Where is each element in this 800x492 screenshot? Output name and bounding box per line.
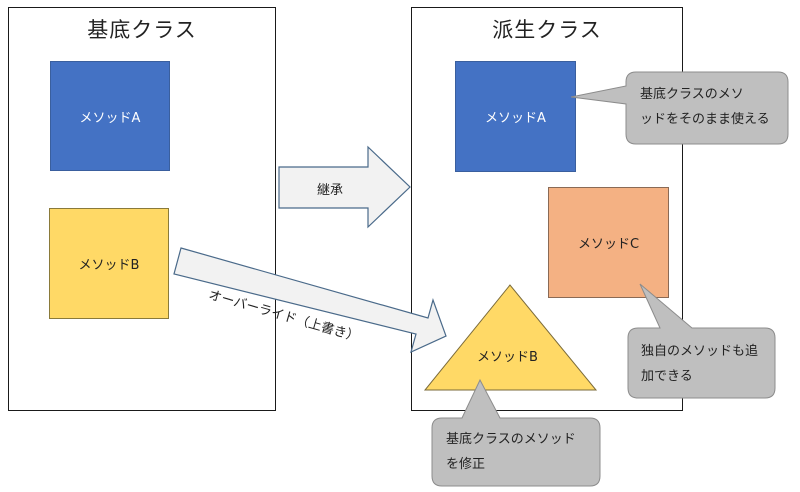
derived-method-b-label: メソッドB [477, 350, 538, 365]
base-method-a-box: メソッドA [50, 61, 170, 171]
callout-add-shape [627, 283, 776, 399]
base-class-title: 基底クラス [87, 18, 197, 42]
base-method-a-label: メソッドA [79, 110, 141, 126]
override-arrow [173, 247, 447, 354]
callout-add-text: 独自のメソッドも追 加できる [641, 339, 758, 389]
derived-method-a-box: メソッドA [455, 61, 576, 172]
derived-method-a-label: メソッドA [485, 111, 546, 126]
callout-modify-text: 基底クラスのメソッド を修正 [446, 427, 576, 477]
callout-add-line1: 独自のメソッドも追 [641, 344, 759, 359]
callout-use-base-line2: ッドをそのまま使える [640, 112, 770, 127]
callout-modify-line2: を修正 [446, 457, 486, 472]
derived-class-title: 派生クラス [492, 18, 602, 42]
callout-use-base-line1: 基底クラスのメソ [640, 87, 744, 102]
inherit-label: 継承 [317, 183, 344, 198]
base-method-b-label: メソッドB [78, 258, 140, 273]
base-method-b-box: メソッドB [49, 208, 169, 319]
callout-modify-line1: 基底クラスのメソッド [446, 432, 576, 447]
inherit-arrow [278, 145, 411, 229]
callout-add-line2: 加できる [641, 369, 693, 384]
callout-use-base-text: 基底クラスのメソ ッドをそのまま使える [640, 82, 770, 132]
callout-modify-shape [431, 378, 601, 487]
derived-method-b-triangle [423, 284, 598, 391]
derived-method-c-box: メソッドC [548, 187, 669, 298]
callout-use-base-shape [570, 71, 789, 145]
derived-method-c-label: メソッドC [577, 237, 640, 252]
